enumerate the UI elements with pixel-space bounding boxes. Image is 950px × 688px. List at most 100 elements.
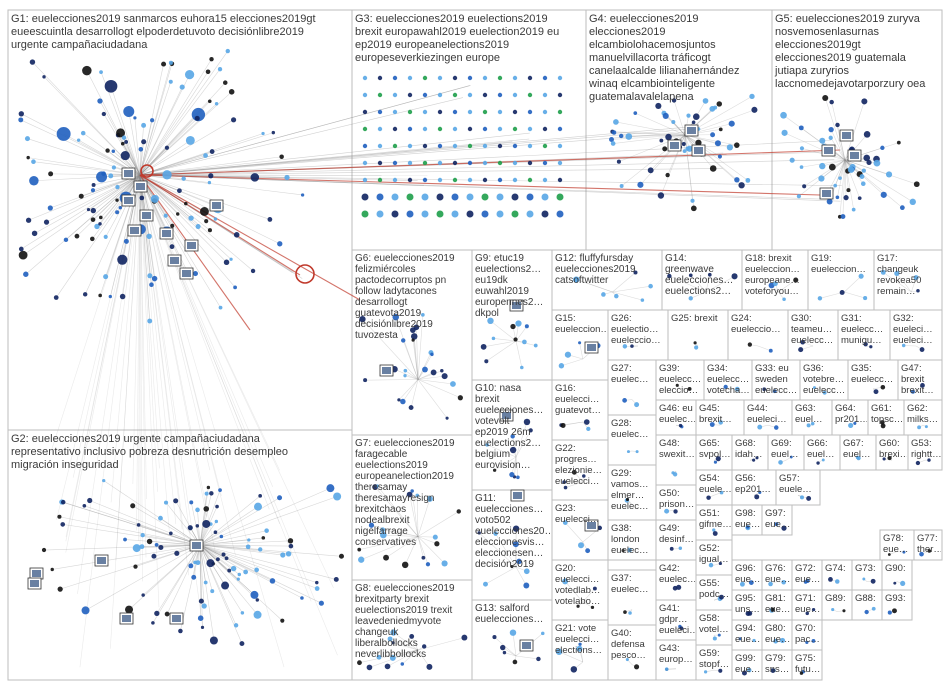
graph-node	[120, 151, 130, 161]
group-label-line: felizmiércoles	[355, 264, 416, 275]
graph-node	[665, 133, 672, 141]
highlight-ring	[295, 264, 315, 284]
graph-node	[60, 522, 66, 527]
group-label-line: G30:	[791, 313, 812, 324]
graph-edge	[563, 421, 583, 426]
graph-node	[748, 580, 754, 585]
graph-edge	[199, 544, 258, 601]
graph-node	[542, 160, 548, 166]
graph-node	[627, 547, 632, 553]
graph-node	[245, 544, 251, 550]
graph-node	[828, 126, 834, 133]
graph-node	[164, 611, 170, 617]
graph-edge	[199, 544, 291, 547]
graph-node	[200, 207, 209, 216]
group-label-line: voto502	[475, 515, 511, 526]
graph-edge	[199, 530, 267, 546]
graph-edge	[77, 174, 141, 595]
graph-node	[213, 217, 218, 221]
graph-node	[210, 589, 215, 594]
graph-node	[847, 166, 855, 173]
graph-edge	[844, 291, 866, 299]
group-label-line: winaq elcambiointeligente	[588, 78, 715, 90]
graph-node	[542, 109, 548, 115]
graph-edge	[139, 120, 153, 176]
graph-node	[74, 233, 80, 239]
label-g71: G71:eue…	[795, 593, 820, 615]
graph-node	[31, 159, 36, 165]
graph-node	[168, 79, 173, 84]
group-label-line: eueescuintla desarrollogt elpoderdetuvot…	[11, 26, 304, 38]
graph-node	[916, 288, 920, 293]
graph-node	[164, 145, 170, 150]
group-label-line: G25: brexit	[671, 313, 718, 324]
graph-edge	[579, 342, 584, 360]
group-label-line: ep2019 26m	[475, 427, 531, 438]
cell-g31	[837, 309, 891, 361]
graph-edge	[50, 174, 141, 454]
graph-node	[541, 631, 545, 636]
graph-edge	[512, 436, 517, 458]
cell-g59	[695, 644, 733, 681]
graph-node	[835, 195, 840, 200]
graph-node	[672, 585, 678, 591]
group-label-line: G55:	[699, 578, 720, 589]
graph-node	[194, 115, 200, 121]
graph-node	[82, 292, 88, 297]
graph-node	[817, 296, 823, 301]
graph-node	[115, 184, 120, 190]
label-g46: G46: eueuelec…	[659, 403, 695, 425]
graph-node	[613, 119, 619, 125]
graph-edge	[842, 159, 846, 217]
graph-edge	[814, 387, 825, 390]
graph-edge	[21, 113, 141, 176]
graph-node	[640, 298, 645, 302]
cell-g52	[695, 539, 733, 576]
graph-node	[512, 109, 518, 115]
graph-node	[690, 198, 695, 203]
graph-node	[557, 143, 563, 149]
label-g78: G78:eue…	[883, 533, 908, 555]
cell-g76	[761, 559, 793, 591]
graph-edge	[152, 544, 201, 624]
graph-node	[56, 126, 71, 141]
graph-edge	[139, 174, 222, 497]
graph-edge	[612, 291, 643, 301]
graph-node	[799, 495, 804, 500]
group-label-line: eueleci…	[893, 335, 933, 346]
graph-node	[300, 596, 304, 600]
graph-node	[158, 515, 163, 521]
graph-node	[657, 192, 665, 199]
graph-node	[672, 472, 678, 477]
graph-edge	[139, 147, 168, 176]
graph-node	[43, 219, 50, 225]
graph-edge	[612, 285, 651, 293]
group-label-line: europeane…	[745, 275, 800, 286]
graph-edge	[139, 174, 192, 219]
cell-g13	[471, 599, 553, 681]
group-label-line: urgente campañaciudadana	[11, 39, 148, 51]
graph-edge	[389, 638, 419, 651]
graph-node	[526, 210, 534, 218]
graph-edge	[705, 276, 735, 293]
graph-node	[828, 577, 833, 582]
graph-node	[482, 160, 488, 166]
graph-edge	[561, 358, 583, 367]
graph-node	[101, 111, 106, 117]
graph-edge	[417, 314, 424, 380]
graph-node	[82, 65, 92, 76]
graph-node	[82, 503, 87, 508]
label-g70: G70:pac…	[795, 623, 820, 645]
graph-node	[527, 92, 533, 98]
group-label-line: euelecc…	[841, 324, 883, 335]
group-label-line: G41:	[659, 603, 680, 614]
group-label-line: euelections2…	[475, 264, 541, 275]
graph-node	[48, 171, 54, 177]
group-label-line: changeuk	[877, 264, 918, 275]
graph-node	[496, 210, 504, 218]
graph-edge	[199, 536, 222, 546]
graph-node	[440, 369, 444, 373]
graph-node	[853, 421, 857, 425]
graph-node	[625, 658, 629, 662]
graph-edge	[417, 536, 445, 564]
